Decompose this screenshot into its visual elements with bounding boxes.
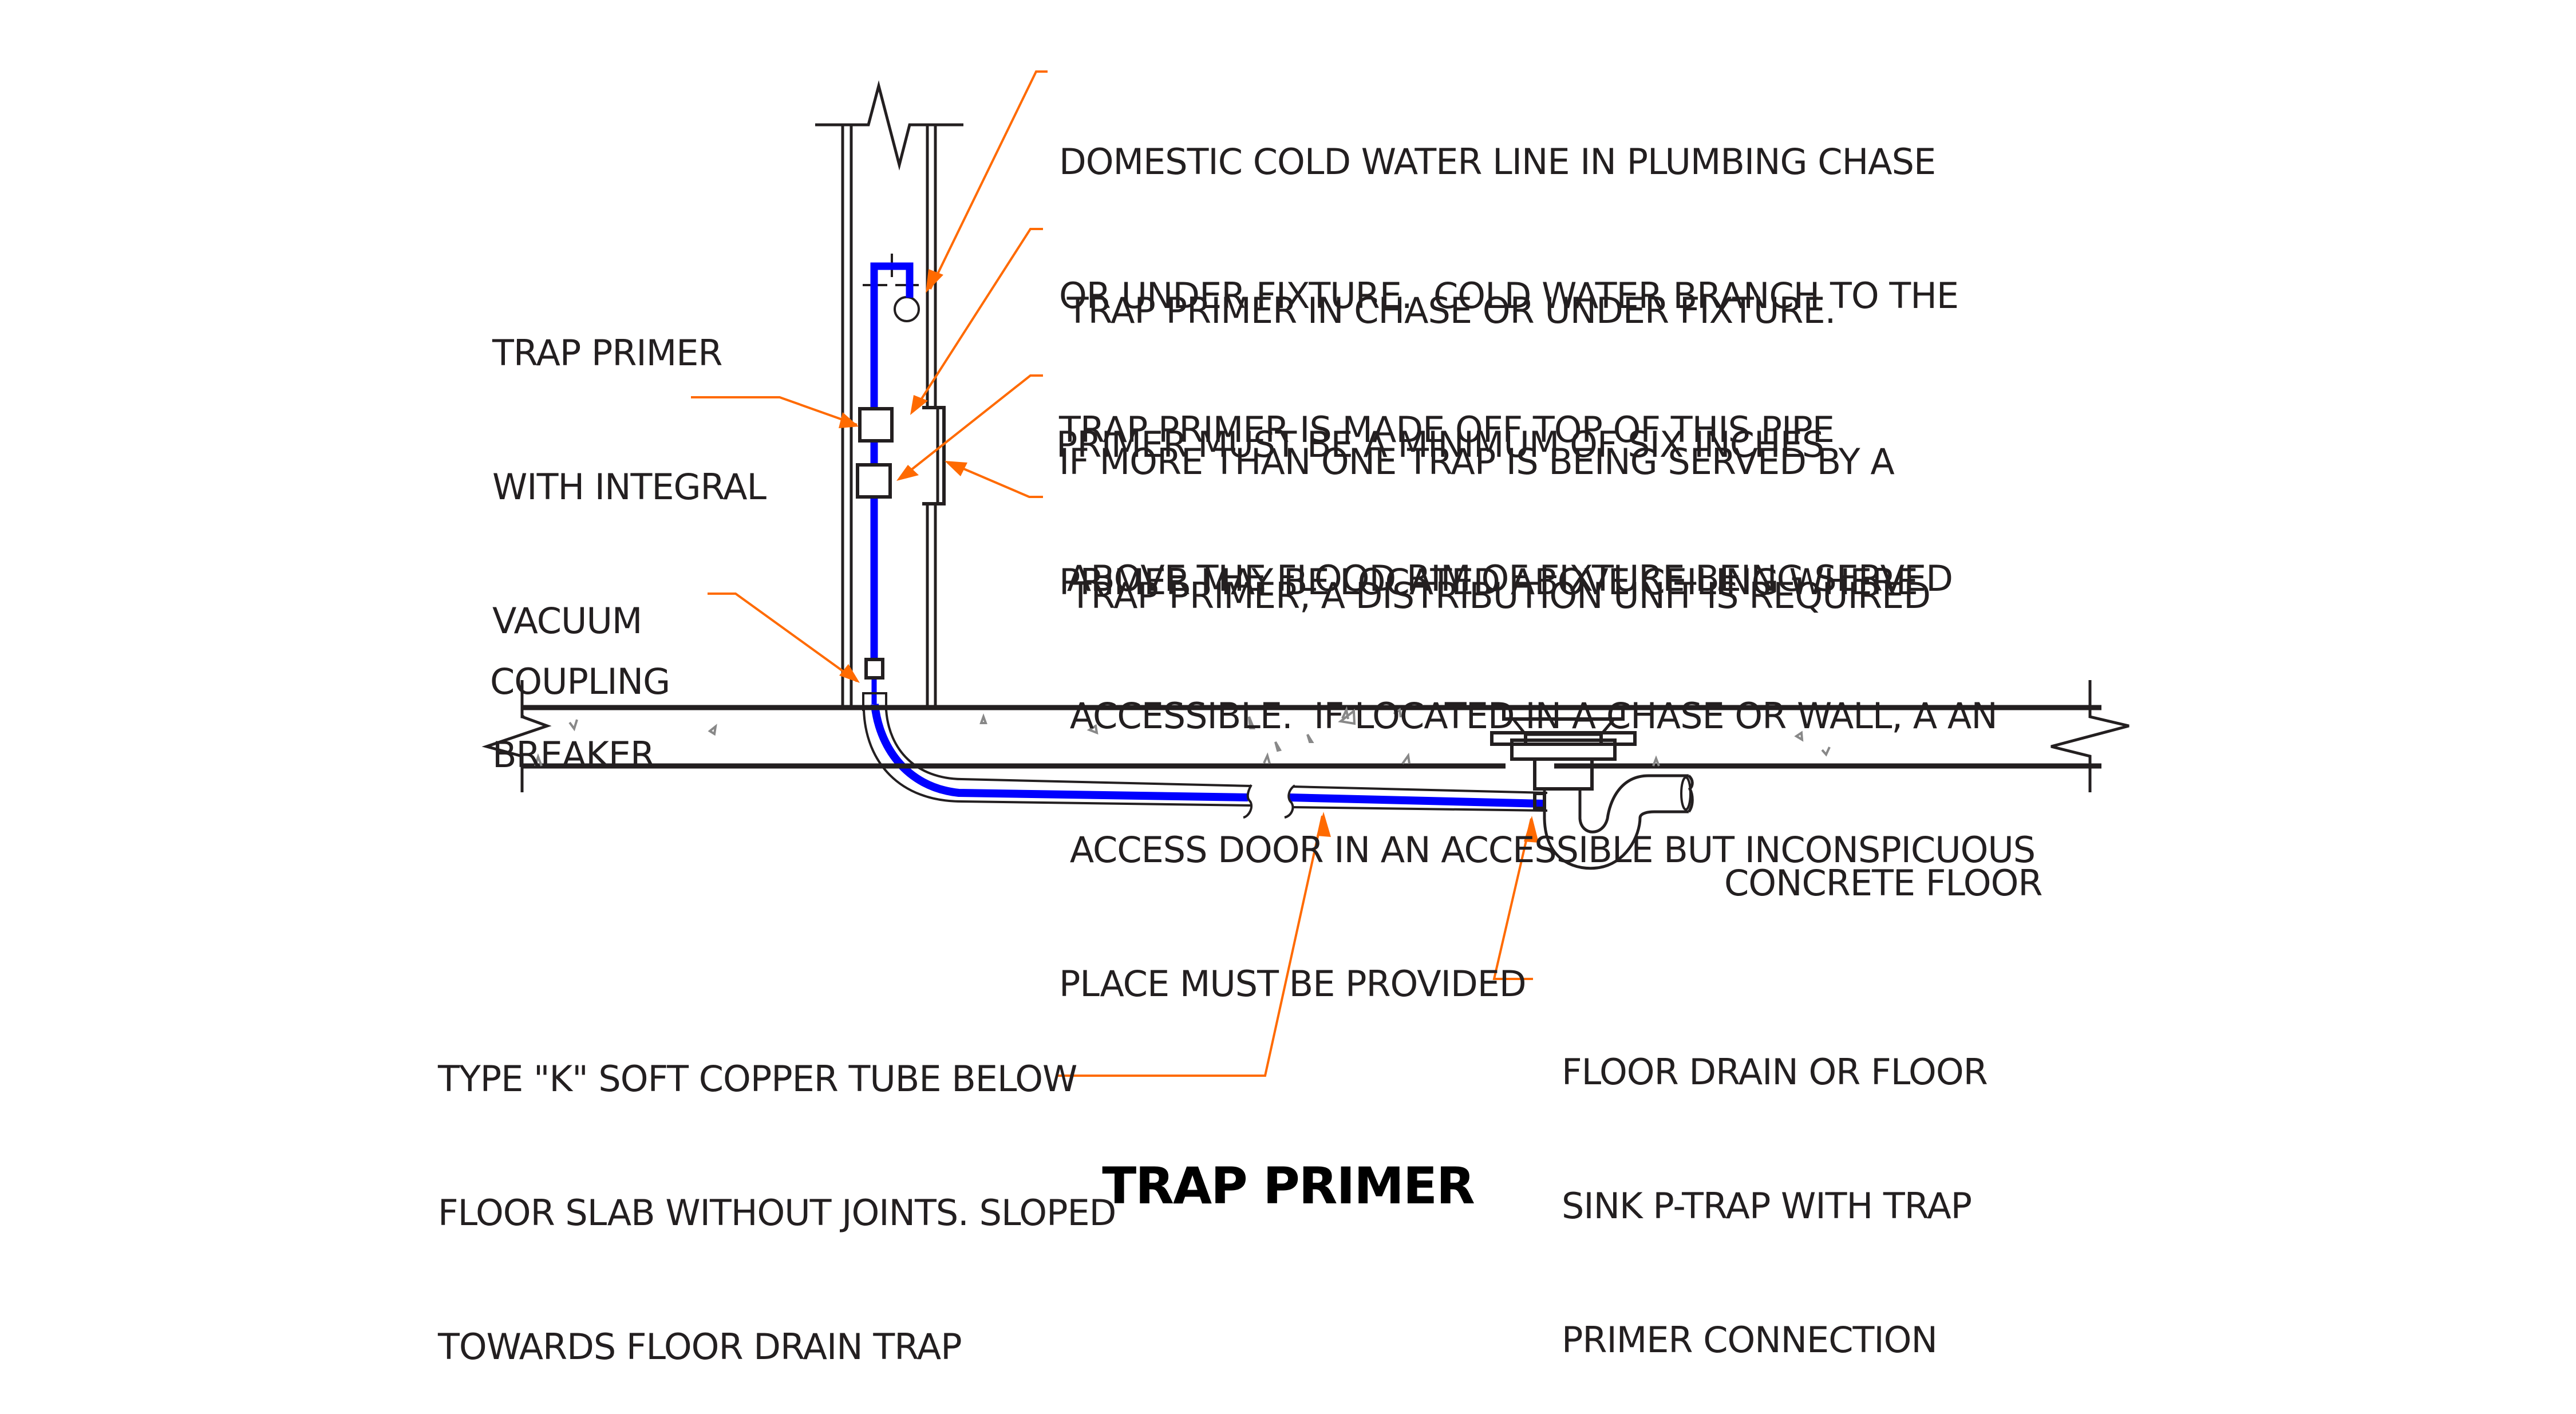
note-line: TRAP PRIMER, A DISTRIBUTION UNIT IS REQU… <box>1059 575 1931 617</box>
wall-break-line <box>815 80 963 171</box>
leader-access-door <box>949 461 1043 498</box>
cold-water-pipe-section <box>894 296 920 322</box>
note-concrete-floor: CONCRETE FLOOR <box>1724 772 2042 950</box>
note-line: PRIMER MUST BE A MINIMUM OF SIX INCHES <box>1056 424 1824 465</box>
note-coupling: COUPLING <box>490 570 670 749</box>
note-line: ACCESSIBLE. IF LOCATED IN A CHASE OR WAL… <box>1059 695 1998 737</box>
trap-primer-detail-drawing <box>481 70 2129 1077</box>
slab-break-right <box>2050 680 2129 792</box>
note-line: BREAKER <box>492 734 655 776</box>
concrete-floor-slab <box>481 680 2129 792</box>
access-door <box>922 406 946 505</box>
note-line: TRAP PRIMER IS MADE OFF TOP OF THIS PIPE <box>1059 409 1835 451</box>
note-line: WITH INTEGRAL <box>492 466 767 508</box>
leader-floor-drain <box>1492 818 1533 980</box>
note-line: SINK P-TRAP WITH TRAP <box>1562 1185 1972 1227</box>
note-line: DOMESTIC COLD WATER LINE IN PLUMBING CHA… <box>1059 141 1936 183</box>
plumbing-chase-wall <box>815 80 963 708</box>
trap-primer-valve <box>858 407 894 443</box>
note-primer-location: TRAP PRIMER IN CHASE OR UNDER FIXTURE. P… <box>1056 199 1953 646</box>
note-line: TYPE "K" SOFT COPPER TUBE BELOW <box>438 1058 1077 1100</box>
leader-coupling <box>708 593 858 682</box>
note-access-door: PRIMER MAY BE LOCATED ABOVE CEILING WHER… <box>1059 471 2036 1051</box>
note-line: PLACE MUST BE PROVIDED <box>1059 963 1527 1005</box>
coupling <box>864 658 884 680</box>
note-line: PRIMER MAY BE LOCATED ABOVE CEILING WHER… <box>1059 561 1918 603</box>
note-line: COUPLING <box>490 661 670 702</box>
concrete-aggregate <box>534 706 1831 767</box>
copper-tube-sleeve <box>862 692 1548 819</box>
distribution-unit <box>856 463 892 499</box>
leader-cold-water <box>929 70 1048 290</box>
note-line: FLOOR SLAB WITHOUT JOINTS. SLOPED <box>438 1192 1116 1234</box>
leader-vacuum-breaker <box>691 396 858 426</box>
note-line: FLOOR DRAIN OR FLOOR <box>1562 1051 1988 1093</box>
note-line: TOWARDS FLOOR DRAIN TRAP <box>438 1326 962 1368</box>
leader-distribution <box>903 374 1043 476</box>
note-line: IF MORE THAN ONE TRAP IS BEING SERVED BY… <box>1059 441 1895 483</box>
note-line: PRIMER CONNECTION <box>1562 1319 1938 1361</box>
drawing-title: TRAP PRIMER <box>1102 1156 1475 1215</box>
note-line: VACUUM <box>492 600 642 642</box>
note-line: ACCESS DOOR IN AN ACCESSIBLE BUT INCONSP… <box>1059 829 2036 871</box>
leader-lines <box>691 70 1539 1077</box>
floor-drain <box>1490 706 1637 791</box>
leader-primer-location <box>915 228 1043 409</box>
note-line: ABOVE THE FLOOD RIM OF FIXTURE BEING SER… <box>1056 558 1953 599</box>
note-distribution-unit: IF MORE THAN ONE TRAP IS BEING SERVED BY… <box>1059 350 1931 663</box>
leader-copper-tube <box>1056 815 1323 1077</box>
note-cold-water-line: DOMESTIC COLD WATER LINE IN PLUMBING CHA… <box>1059 50 1959 497</box>
note-vacuum-breaker: TRAP PRIMER WITH INTEGRAL VACUUM BREAKER <box>492 242 767 822</box>
note-line: TRAP PRIMER <box>492 332 722 374</box>
note-line: TRAP PRIMER IN CHASE OR UNDER FIXTURE. <box>1056 290 1836 331</box>
p-trap <box>1533 774 1694 870</box>
note-line: CONCRETE FLOOR <box>1724 862 2042 904</box>
note-line: OR UNDER FIXTURE. COLD WATER BRANCH TO T… <box>1059 275 1959 317</box>
